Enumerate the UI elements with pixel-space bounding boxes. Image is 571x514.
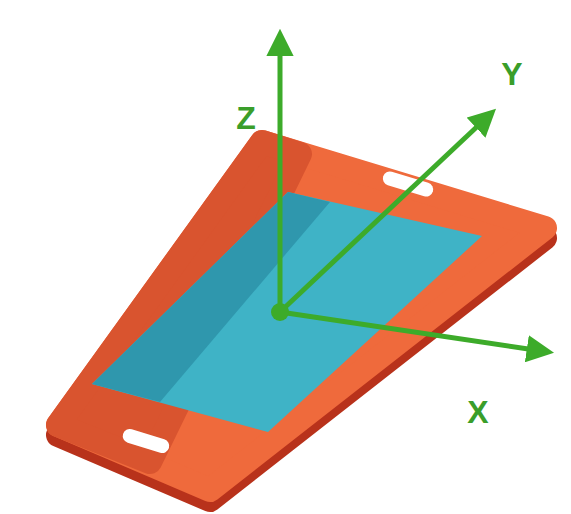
y-axis [280,122,482,312]
x-axis [280,312,535,350]
z-axis [278,48,283,312]
phone-screen [92,192,482,432]
origin-dot [271,303,289,321]
axis-label: Z [236,102,256,134]
axis-label: Y [501,58,522,90]
bottom-speaker [121,427,171,454]
phone-body [58,142,545,490]
axis-label: X [467,396,488,428]
